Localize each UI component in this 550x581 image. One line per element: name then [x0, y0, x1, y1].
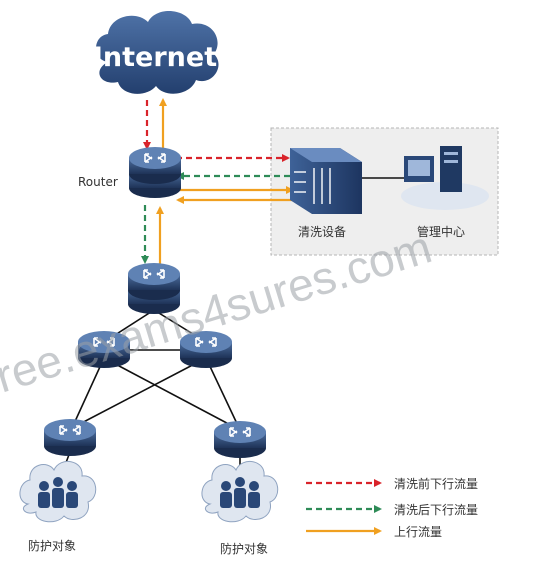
protected-object-right-label: 防护对象 [220, 541, 268, 556]
cleaning-device-icon [290, 148, 362, 214]
management-center-icon [401, 146, 489, 210]
legend-label-post-clean: 清洗后下行流量 [394, 503, 478, 517]
protected-object-left-icon [19, 460, 97, 523]
legend-label-pre-clean: 清洗前下行流量 [394, 476, 478, 491]
cleaning-device-label: 清洗设备 [298, 225, 346, 239]
watermark: free.exams4sures.com [0, 220, 437, 406]
legend: 清洗前下行流量 清洗后下行流量 上行流量 [306, 476, 478, 539]
router-label: Router [78, 175, 118, 189]
router-icon [128, 146, 182, 199]
traffic-flows [141, 98, 294, 265]
access-switch-right-icon [213, 420, 267, 459]
protected-object-right-icon [201, 460, 279, 523]
legend-label-upstream: 上行流量 [394, 525, 442, 539]
access-switch-left-icon [43, 418, 97, 457]
management-center-label: 管理中心 [417, 224, 465, 239]
protected-object-left-label: 防护对象 [28, 538, 76, 553]
internet-cloud: Internet [93, 10, 219, 94]
internet-label: Internet [93, 42, 217, 73]
